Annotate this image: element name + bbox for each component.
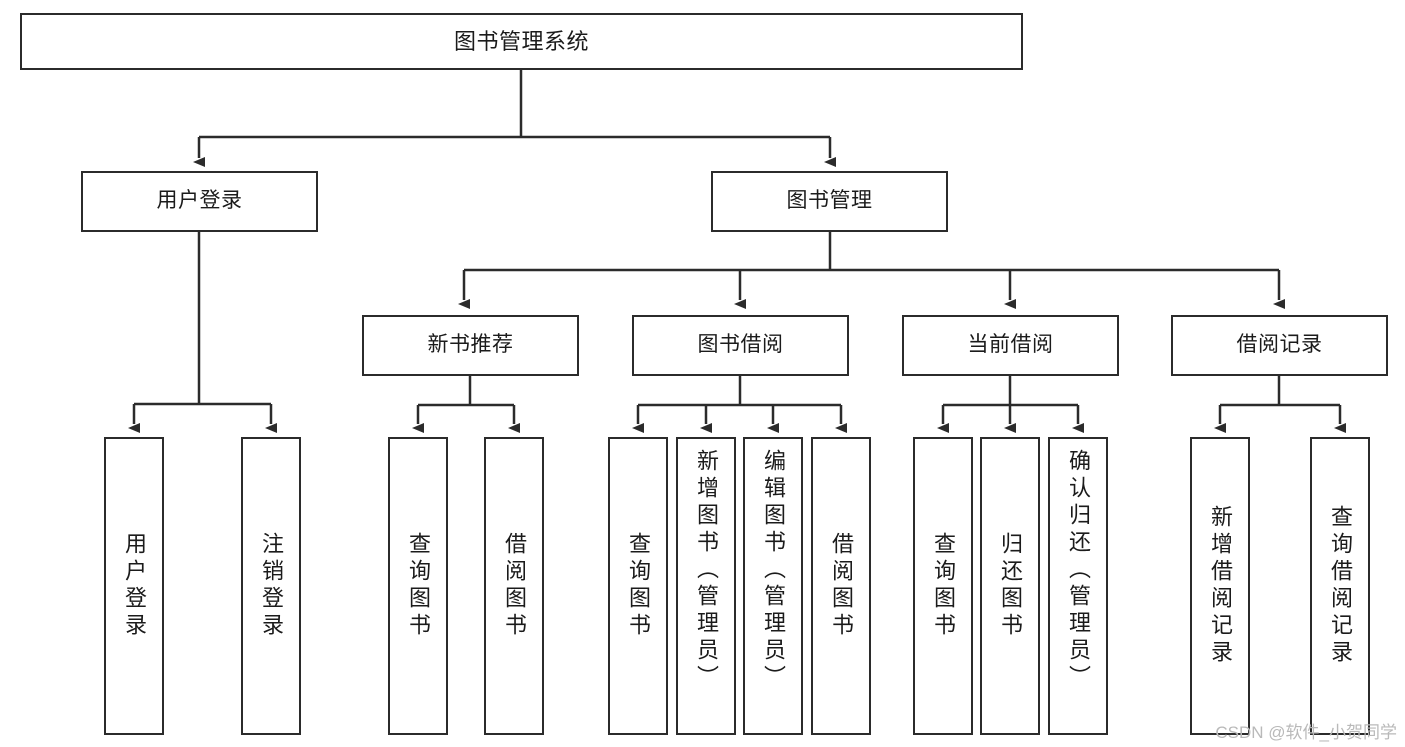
- leaf-borrow-add-book-admin[interactable]: 新增图书（管理员）: [676, 437, 736, 735]
- node-borrow-record[interactable]: 借阅记录: [1171, 315, 1388, 376]
- node-label: 查询图书: [931, 532, 956, 640]
- node-book-management[interactable]: 图书管理: [711, 171, 948, 232]
- leaf-user-logout[interactable]: 注销登录: [241, 437, 301, 735]
- node-label: 借阅记录: [1236, 333, 1323, 357]
- node-label: 当前借阅: [967, 333, 1054, 357]
- node-label: 用户登录: [156, 189, 243, 213]
- leaf-borrow-edit-book-admin[interactable]: 编辑图书（管理员）: [743, 437, 803, 735]
- node-label: 查询借阅记录: [1328, 505, 1353, 667]
- leaf-borrow-query-book[interactable]: 查询图书: [608, 437, 668, 735]
- node-label: 借阅图书: [502, 532, 527, 640]
- leaf-recommend-query-book[interactable]: 查询图书: [388, 437, 448, 735]
- node-label: 图书管理: [786, 189, 873, 213]
- leaf-record-query-record[interactable]: 查询借阅记录: [1310, 437, 1370, 735]
- node-label: 注销登录: [259, 532, 284, 640]
- node-label: 查询图书: [406, 532, 431, 640]
- node-label: 用户登录: [122, 532, 147, 640]
- leaf-current-confirm-return-admin[interactable]: 确认归还（管理员）: [1048, 437, 1108, 735]
- node-label: 新书推荐: [427, 333, 514, 357]
- node-label: 借阅图书: [829, 532, 854, 640]
- leaf-borrow-borrow-book[interactable]: 借阅图书: [811, 437, 871, 735]
- node-label: 归还图书: [998, 532, 1023, 640]
- watermark-text: CSDN @软件_小贺同学: [1215, 723, 1397, 742]
- node-label: 查询图书: [626, 532, 651, 640]
- leaf-recommend-borrow-book[interactable]: 借阅图书: [484, 437, 544, 735]
- node-book-borrow[interactable]: 图书借阅: [632, 315, 849, 376]
- node-user-login[interactable]: 用户登录: [81, 171, 318, 232]
- leaf-record-add-record[interactable]: 新增借阅记录: [1190, 437, 1250, 735]
- node-label: 确认归还（管理员）: [1066, 449, 1091, 692]
- leaf-current-query-book[interactable]: 查询图书: [913, 437, 973, 735]
- node-label: 图书管理系统: [453, 28, 589, 54]
- node-label: 编辑图书（管理员）: [761, 449, 786, 692]
- node-label: 新增借阅记录: [1208, 505, 1233, 667]
- node-new-book-recommend[interactable]: 新书推荐: [362, 315, 579, 376]
- node-label: 新增图书（管理员）: [694, 449, 719, 692]
- node-current-borrow[interactable]: 当前借阅: [902, 315, 1119, 376]
- leaf-user-login[interactable]: 用户登录: [104, 437, 164, 735]
- node-label: 图书借阅: [697, 333, 784, 357]
- leaf-current-return-book[interactable]: 归还图书: [980, 437, 1040, 735]
- node-root-system[interactable]: 图书管理系统: [20, 13, 1023, 70]
